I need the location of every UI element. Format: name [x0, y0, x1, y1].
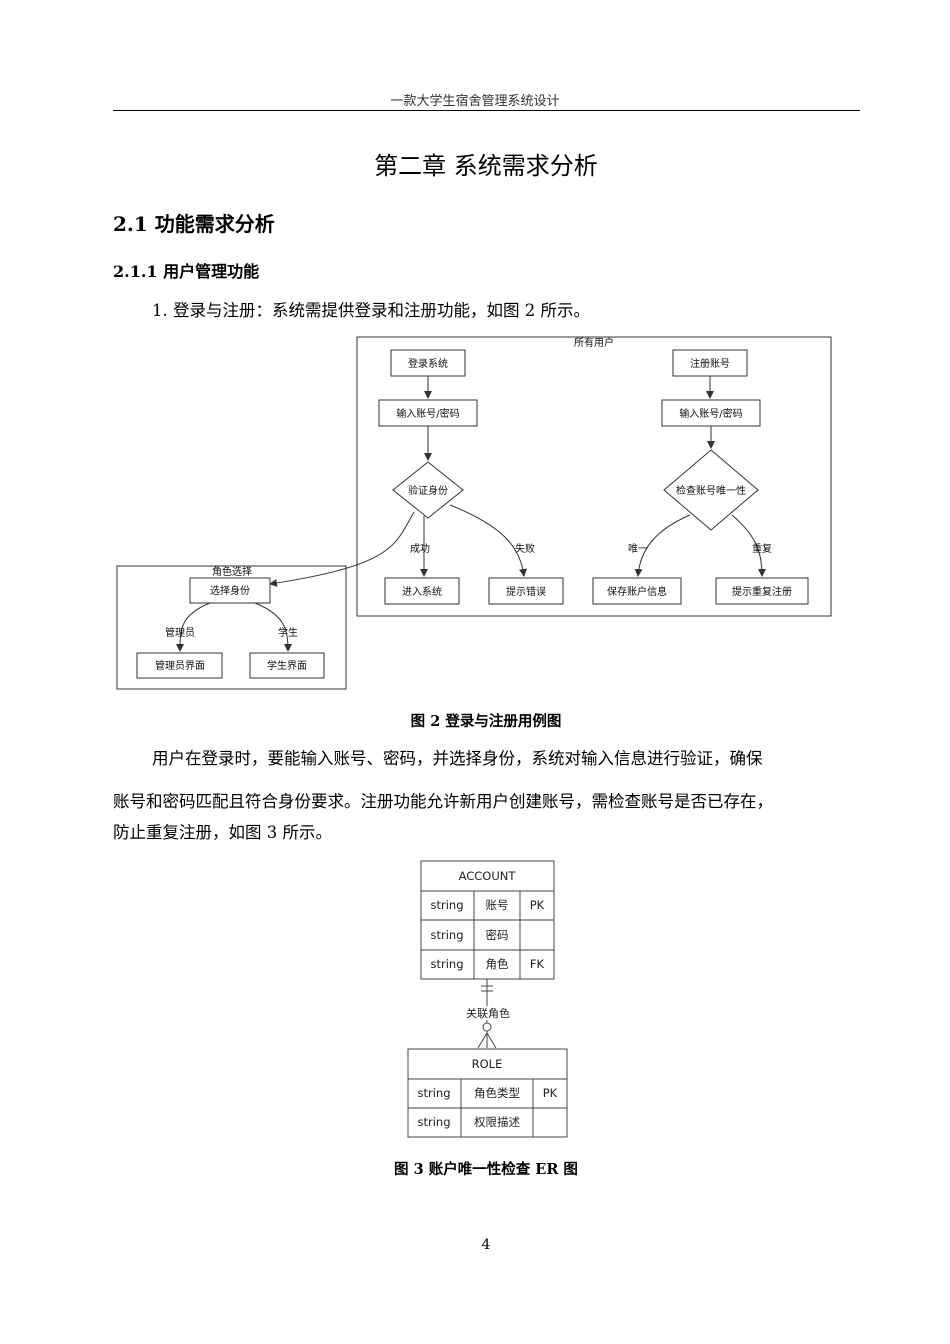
dup-hint-node [715, 577, 809, 605]
register-node [672, 349, 748, 377]
account-key-3: FK [530, 957, 545, 971]
edge-verify-error [449, 504, 528, 577]
figure-2-diagram: 所有用户 登录系统 输入账号/密码 验证身份 成功 失败 进入系统 提示错误 注… [116, 336, 832, 690]
account-field-3: 角色 [486, 957, 509, 971]
role-type-1: string [417, 1086, 450, 1100]
verify-decision [392, 461, 464, 519]
edge-verify-select-role [269, 511, 415, 587]
role-type-2: string [417, 1115, 450, 1129]
role-title: ROLE [472, 1057, 503, 1071]
figure-3-caption: 图 3 账户唯一性检查 ER 图 [394, 1161, 578, 1178]
fail-label: 失败 [515, 542, 535, 555]
save-label: 保存账户信息 [607, 585, 667, 598]
student-ui-node [249, 652, 325, 679]
account-type-1: string [430, 898, 463, 912]
list-item-1: 1. 登录与注册：系统需提供登录和注册功能，如图 2 所示。 [152, 301, 590, 320]
subsection-heading: 2.1.1 用户管理功能 [113, 262, 260, 281]
error-label: 提示错误 [506, 585, 546, 598]
edge-check-save [634, 514, 691, 577]
account-body [420, 890, 555, 980]
check-unique-decision [663, 449, 759, 531]
page-number: 4 [481, 1237, 491, 1253]
role-title-cell [407, 1048, 568, 1080]
save-node [592, 577, 682, 605]
account-type-3: string [430, 957, 463, 971]
enter-system-label: 进入系统 [402, 585, 442, 598]
admin-ui-label: 管理员界面 [155, 659, 205, 672]
figure-2-caption: 图 2 登录与注册用例图 [410, 713, 562, 730]
admin-label: 管理员 [165, 626, 195, 639]
login-input-node [378, 399, 478, 427]
admin-ui-node [136, 652, 223, 679]
check-unique-label: 检查账号唯一性 [676, 484, 746, 497]
verify-label: 验证身份 [408, 484, 448, 497]
register-label: 注册账号 [690, 357, 730, 370]
all-users-label: 所有用户 [574, 336, 614, 349]
role-selection-label: 角色选择 [212, 565, 252, 578]
select-role-node [189, 577, 271, 604]
account-field-2: 密码 [486, 928, 509, 942]
header-rule [113, 110, 860, 111]
edge-role-admin [176, 602, 211, 652]
unique-label: 唯一 [628, 543, 648, 555]
login-system-label: 登录系统 [408, 357, 448, 370]
relation-label: 关联角色 [466, 1006, 510, 1020]
section-heading: 2.1 功能需求分析 [113, 212, 275, 236]
student-ui-label: 学生界面 [267, 659, 307, 672]
edge-check-dup [731, 514, 766, 577]
error-node [488, 577, 564, 605]
body-line-3: 防止重复注册，如图 3 所示。 [113, 823, 332, 842]
duplicate-label: 重复 [752, 542, 772, 555]
account-key-1: PK [530, 898, 545, 912]
account-title-cell [420, 860, 555, 892]
body-line-2: 账号和密码匹配且符合身份要求。注册功能允许新用户创建账号，需检查账号是否已存在， [113, 792, 773, 811]
account-type-2: string [430, 928, 463, 942]
success-label: 成功 [410, 543, 430, 555]
optional-circle [482, 1022, 492, 1032]
account-field-1: 账号 [486, 898, 509, 912]
running-header: 一款大学生宿舍管理系统设计 [390, 94, 560, 109]
register-input-node [661, 399, 761, 427]
role-key-1: PK [543, 1086, 558, 1100]
enter-system-node [384, 577, 460, 605]
register-input-label: 输入账号/密码 [679, 407, 742, 420]
select-role-label: 选择身份 [210, 584, 250, 597]
dup-hint-label: 提示重复注册 [732, 585, 792, 598]
all-users-frame [356, 336, 832, 617]
figure-3-er-diagram: ACCOUNT string 账号 PK string 密码 string 角色… [407, 860, 568, 1138]
login-input-label: 输入账号/密码 [396, 407, 459, 420]
account-title: ACCOUNT [459, 869, 517, 883]
chapter-title: 第二章 系统需求分析 [374, 152, 598, 180]
role-field-1: 角色类型 [474, 1086, 520, 1100]
role-field-2: 权限描述 [474, 1115, 520, 1129]
body-line-1: 用户在登录时，要能输入账号、密码，并选择身份，系统对输入信息进行验证，确保 [152, 749, 763, 768]
edge-role-student [254, 602, 292, 652]
student-label: 学生 [278, 626, 298, 639]
